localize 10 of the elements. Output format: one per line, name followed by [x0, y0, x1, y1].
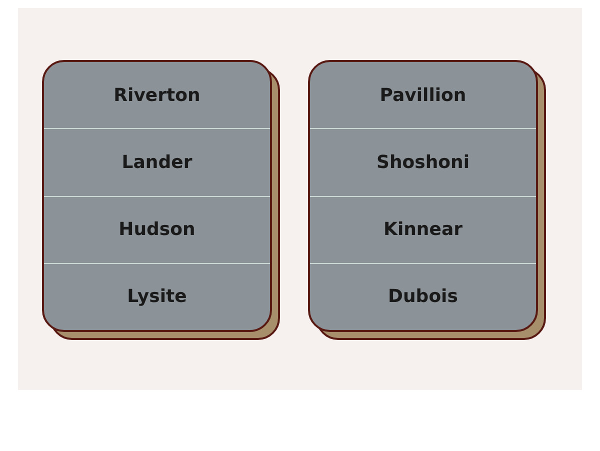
place-name: Kinnear — [384, 219, 462, 240]
card — [308, 60, 538, 332]
place-name: Lander — [122, 152, 192, 173]
place-name: Shoshoni — [376, 152, 470, 173]
card — [42, 60, 272, 332]
place-name: Lysite — [127, 286, 187, 308]
place-name: Hudson — [118, 219, 196, 240]
place-name: Riverton — [114, 84, 200, 106]
place-name: Pavillion — [380, 84, 466, 106]
place-name: Dubois — [388, 286, 458, 308]
